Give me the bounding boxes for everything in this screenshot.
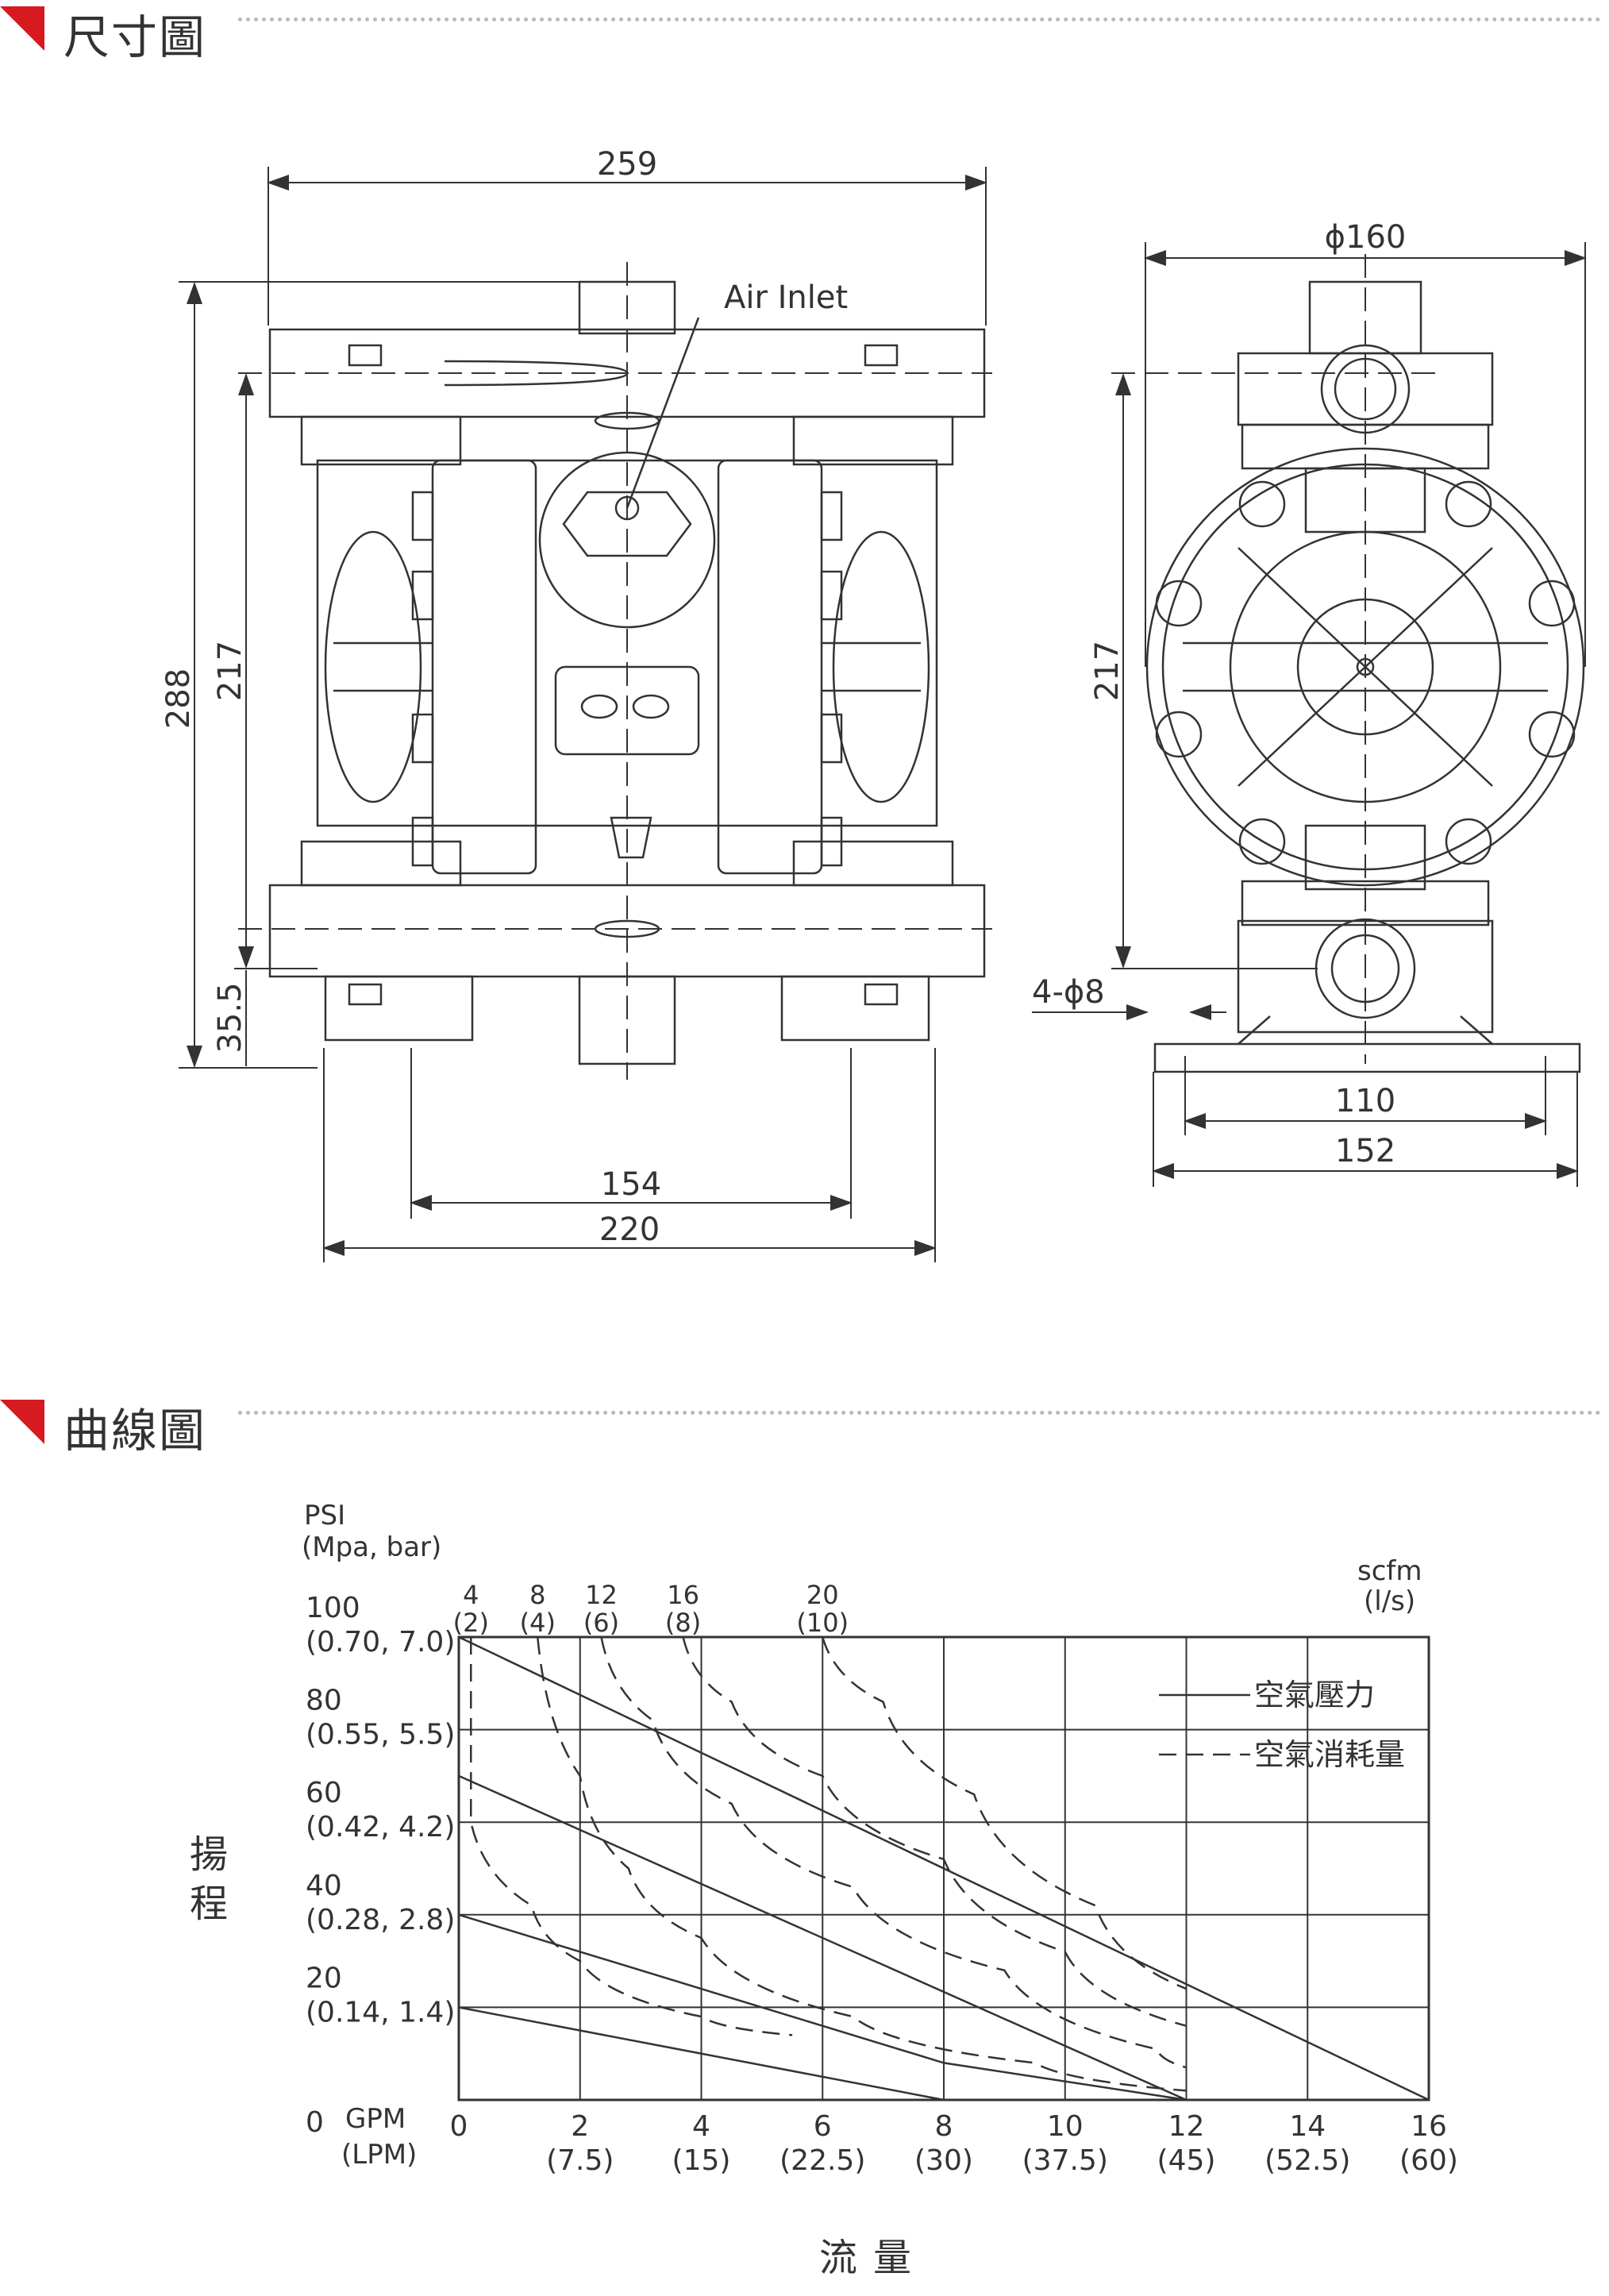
air-tick-sublabel: (6) [583, 1608, 619, 1638]
pressure-curves [458, 1635, 1430, 2101]
dim-inlet-height: 35.5 [212, 982, 248, 1053]
x-tick-label: 8 [935, 2110, 953, 2143]
x-tick-label: 10 [1047, 2110, 1084, 2143]
y-tick-label: 60 [306, 1777, 342, 1809]
air-consumption-curve [470, 1637, 793, 2036]
pressure-curve [458, 1913, 1187, 2101]
y-tick-sublabel: (0.55, 5.5) [306, 1719, 455, 1751]
right-diaphragm-chamber [717, 459, 823, 875]
x-tick-label: 4 [692, 2110, 710, 2143]
y-tick-label: 20 [306, 1962, 342, 1994]
red-flag-icon [0, 6, 44, 51]
y-axis-title: 揚程 [183, 1834, 227, 1932]
x-tick-label: 2 [571, 2110, 589, 2143]
x-tick-sublabel: (60) [1399, 2144, 1458, 2177]
air-tick-label: 12 [585, 1580, 618, 1610]
legend-pressure: 空氣壓力 [1254, 1678, 1375, 1712]
air-tick-sublabel: (8) [665, 1608, 701, 1638]
dotted-divider [238, 1411, 1601, 1415]
air-inlet-label: Air Inlet [724, 279, 848, 316]
pressure-curve [458, 1774, 1188, 2101]
x-tick-sublabel: (52.5) [1264, 2144, 1350, 2177]
dim-hole-spacing: 110 [1335, 1083, 1395, 1119]
top-unit-label-2: (l/s) [1364, 1585, 1415, 1617]
pump-body [316, 459, 938, 827]
left-diaphragm-chamber [431, 459, 537, 875]
air-tick-label: 20 [806, 1580, 839, 1610]
dimension-drawing: 259 Air Inlet 288 217 35.5 154 220 ϕ160 … [160, 146, 1587, 1262]
x-tick-sublabel: (45) [1157, 2144, 1216, 2177]
air-tick-label: 16 [667, 1580, 699, 1610]
air-consumption-curve [600, 1636, 1187, 2069]
side-base-plate [1153, 1042, 1581, 1073]
pressure-curve [458, 2006, 945, 2101]
x-tick-label: 6 [814, 2110, 832, 2143]
air-consumption-curve [537, 1636, 1187, 2092]
x-tick-sublabel: (15) [672, 2144, 731, 2177]
dim-mounting-holes: 4-ϕ8 [1032, 974, 1105, 1011]
dotted-divider [238, 17, 1601, 21]
y-unit-label: PSI [304, 1500, 345, 1531]
dimension-section-title: 尺寸圖 [64, 10, 207, 64]
x-tick-label: 12 [1168, 2110, 1205, 2143]
dim-port-spacing-front: 217 [212, 641, 248, 701]
dimension-section-header: 尺寸圖 [0, 0, 1609, 71]
y-tick-sublabel: (0.70, 7.0) [306, 1626, 455, 1658]
dim-housing-diameter: ϕ160 [1325, 219, 1407, 256]
red-flag-icon [0, 1400, 44, 1444]
legend-consumption: 空氣消耗量 [1254, 1737, 1405, 1772]
air-valve-hex [562, 491, 692, 557]
pressure-curve [458, 1635, 1430, 2101]
air-tick-sublabel: (4) [520, 1608, 556, 1638]
x-tick-sublabel: (22.5) [779, 2144, 865, 2177]
dim-bolt-spacing: 154 [601, 1166, 661, 1203]
dim-port-spacing-side: 217 [1089, 641, 1126, 701]
x-unit-label: GPM [345, 2103, 406, 2135]
dim-base-depth: 152 [1335, 1133, 1395, 1169]
y-tick-label: 0 [306, 2106, 324, 2139]
air-tick-sublabel: (2) [453, 1608, 489, 1638]
dim-height-overall: 288 [160, 668, 197, 729]
y-unit-label-2: (Mpa, bar) [302, 1531, 441, 1563]
dim-base-width: 220 [599, 1212, 660, 1248]
x-tick-label: 16 [1411, 2110, 1447, 2143]
y-tick-label: 80 [306, 1685, 342, 1717]
y-tick-label: 100 [306, 1592, 360, 1624]
x-unit-label-2: (LPM) [341, 2139, 417, 2171]
x-tick-sublabel: (7.5) [546, 2144, 614, 2177]
y-tick-sublabel: (0.42, 4.2) [306, 1811, 455, 1843]
x-tick-sublabel: (37.5) [1022, 2144, 1108, 2177]
x-tick-label: 14 [1289, 2110, 1326, 2143]
top-unit-label: scfm [1357, 1555, 1422, 1587]
air-consumption-curve [822, 1636, 1187, 1990]
y-tick-sublabel: (0.28, 2.8) [306, 1904, 455, 1936]
x-axis-title: 流量 [819, 2236, 927, 2280]
chart-legend: 空氣壓力 空氣消耗量 [1159, 1678, 1405, 1772]
side-housing-outer [1145, 447, 1585, 887]
air-tick-label: 8 [529, 1580, 545, 1610]
dim-width-overall: 259 [597, 146, 657, 183]
x-tick-sublabel: (30) [914, 2144, 973, 2177]
y-tick-sublabel: (0.14, 1.4) [306, 1996, 455, 2028]
curve-section-title: 曲線圖 [64, 1404, 207, 1458]
air-consumption-curves [470, 1636, 1187, 2092]
air-tick-label: 4 [463, 1580, 479, 1610]
curve-section-header: 曲線圖 [0, 1393, 1609, 1465]
y-tick-label: 40 [306, 1870, 342, 1902]
air-consumption-curve [682, 1636, 1187, 2027]
x-tick-label: 0 [450, 2110, 468, 2143]
air-tick-sublabel: (10) [796, 1608, 849, 1638]
